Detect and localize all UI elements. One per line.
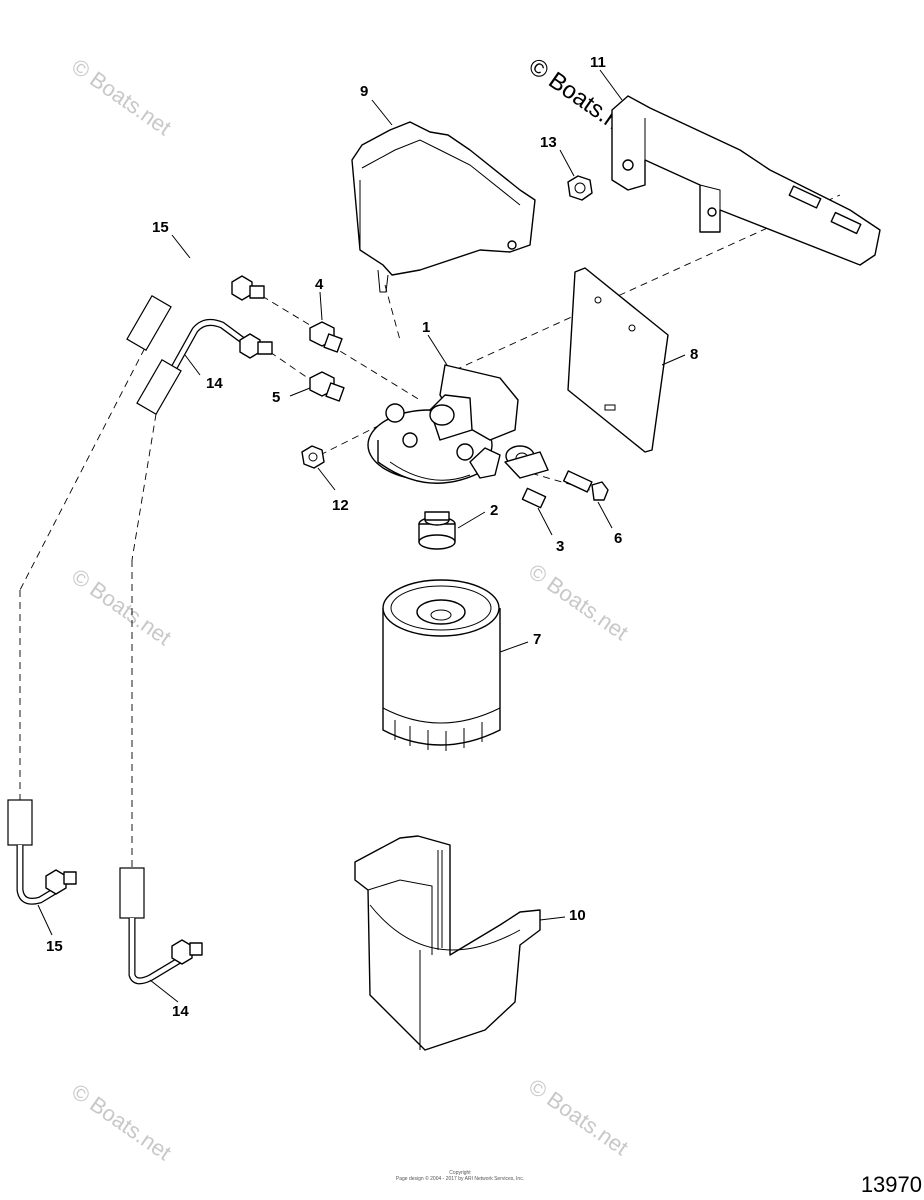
part-15-hose-lower: [7, 799, 77, 905]
part-6-bolt: [562, 470, 609, 501]
part-8-gasket-plate: [567, 267, 669, 453]
callout-8: 8: [690, 346, 698, 363]
callout-5: 5: [272, 389, 280, 406]
part-15-hose-upper: [126, 256, 265, 351]
callout-2: 2: [490, 502, 498, 519]
callout-1: 1: [422, 319, 430, 336]
callout-4: 4: [315, 276, 324, 293]
callout-13: 13: [540, 134, 557, 151]
callout-11: 11: [590, 54, 606, 71]
part-3-plug: [521, 487, 547, 509]
part-5-fitting: [309, 371, 345, 402]
callout-10: 10: [569, 907, 586, 924]
part-10-shield: [354, 835, 541, 1051]
copyright-title: Copyright: [449, 1170, 471, 1176]
drawing-number: 13970: [860, 1172, 922, 1197]
callouts: 9 11 13 15 4 1 8 14 5 12 2 3 6 7 10 15 1…: [46, 54, 698, 1020]
part-14-hose-lower: [119, 867, 203, 985]
watermark-top-left: © Boats.net: [67, 54, 176, 141]
part-11-bracket: [611, 95, 881, 266]
part-13-nut: [567, 175, 593, 201]
callout-9: 9: [360, 83, 368, 100]
part-12-nut: [301, 445, 325, 469]
callout-14-lower: 14: [172, 1003, 189, 1020]
copyright-text: Page design © 2004 - 2017 by ARI Network…: [395, 1176, 525, 1182]
part-4-fitting: [309, 321, 343, 353]
part-1-filter-head: [367, 364, 549, 484]
callout-7: 7: [533, 631, 541, 648]
callout-12: 12: [332, 497, 349, 514]
copyright-notice: Copyright Page design © 2004 - 2017 by A…: [350, 1170, 570, 1182]
callout-15-upper: 15: [152, 219, 169, 236]
watermark-bottom-right: © Boats.net: [524, 1074, 633, 1161]
watermark-mid-left: © Boats.net: [67, 564, 176, 651]
part-9-cover: [351, 121, 536, 293]
part-2-drain-plug: [418, 511, 456, 550]
callout-3: 3: [556, 538, 564, 555]
watermark-bottom-left: © Boats.net: [67, 1079, 176, 1166]
part-14-hose-upper: [136, 318, 273, 415]
bracket-stud: [788, 185, 862, 235]
part-7-filter: [382, 579, 501, 751]
callout-14-upper: 14: [206, 375, 223, 392]
leader-lines: [37, 69, 686, 1003]
callout-6: 6: [614, 530, 622, 547]
callout-15-lower: 15: [46, 938, 63, 955]
